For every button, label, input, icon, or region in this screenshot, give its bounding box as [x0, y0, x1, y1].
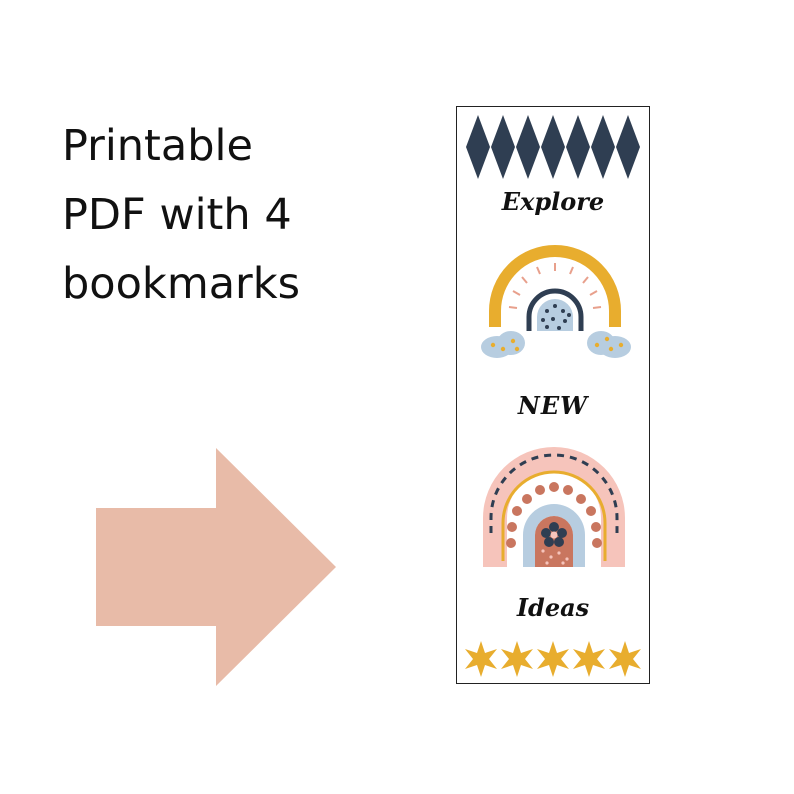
- diamond-border-icon: [466, 115, 640, 179]
- headline-line-3: bookmarks: [62, 258, 301, 309]
- headline: Printable PDF with 4 bookmarks: [62, 112, 392, 318]
- bookmark-preview: Explore: [456, 106, 650, 684]
- bookmark-word-explore: Explore: [501, 187, 605, 216]
- rainbow-icon: [481, 245, 631, 358]
- star-border-icon: [465, 641, 641, 677]
- pastel-rainbow-icon: [483, 447, 625, 567]
- bookmark-word-ideas: Ideas: [516, 593, 590, 622]
- headline-line-2: PDF with 4: [62, 189, 292, 240]
- headline-line-1: Printable: [62, 121, 253, 171]
- arrow-right-icon: [96, 448, 336, 686]
- bookmark-word-new: NEW: [517, 391, 589, 420]
